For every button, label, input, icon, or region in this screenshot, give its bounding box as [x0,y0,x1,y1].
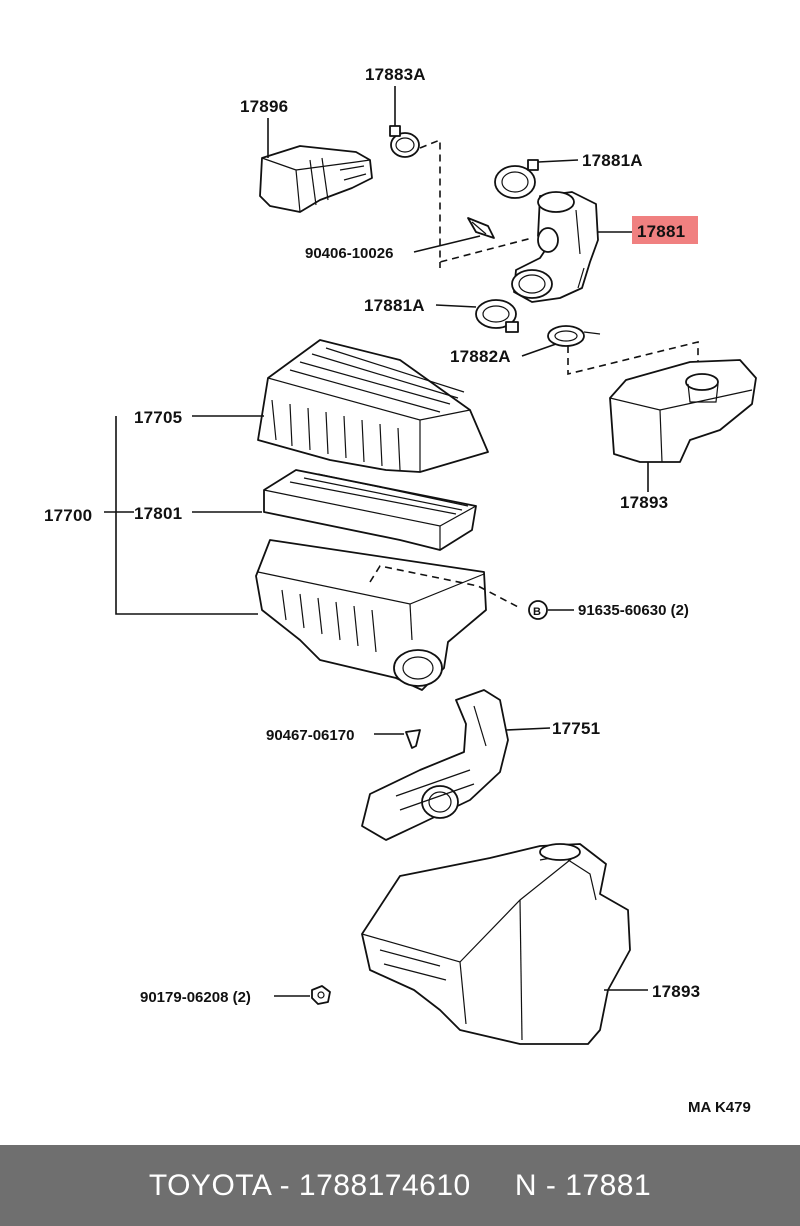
label-17881A-left: 17881A [364,296,425,315]
label-17893-bottom: 17893 [652,982,700,1001]
air-flow-meter-part [259,145,373,213]
label-17751: 17751 [552,719,600,738]
label-17801: 17801 [134,504,182,523]
nut-90179-06208-icon [311,985,331,1005]
label-17881A-top: 17881A [582,151,643,170]
label-90179-06208: 90179-06208 (2) [140,989,251,1006]
clip-91635-60630-icon: B [528,600,548,620]
resonator-17893-top [609,359,757,463]
label-17705: 17705 [134,408,182,427]
resonator-17893-bottom [361,843,631,1045]
label-17700: 17700 [44,506,92,525]
leader-90406 [413,235,481,253]
air-cleaner-cap-17705 [257,339,489,473]
dashed-link-17882A [567,340,699,376]
hose-clamp-17881A-left [475,299,519,333]
highlight-17881 [632,216,698,244]
leader-17881A-top [537,159,579,163]
air-cleaner-case [255,539,487,691]
label-17882A: 17882A [450,347,511,366]
hose-clamp-17881A-top [494,159,539,199]
air-filter-element-17801 [263,469,477,551]
leader-17882A [521,343,557,357]
diagram-code: MA K479 [688,1099,751,1116]
bolt-90406-10026 [467,217,495,239]
label-17881: 17881 [637,222,685,241]
label-91635-60630: 91635-60630 (2) [578,602,689,619]
hose-clamp-17882A [547,325,601,347]
label-17893-top: 17893 [620,493,668,512]
inlet-duct-17751 [361,689,509,841]
parts-diagram: 17896 17883A 17881A 17881 90406-10026 17… [44,65,757,1116]
footer-part-info: TOYOTA - 1788174610 N - 17881 [148,1168,652,1202]
leader-17751 [505,727,551,731]
footer-bar: TOYOTA - 1788174610 N - 17881 [0,1145,800,1226]
hose-clamp-17883A [389,125,420,158]
leader-17881A-left [435,304,477,308]
dashed-link-17883A [419,138,533,264]
label-90467-06170: 90467-06170 [266,727,354,744]
svg-text:B: B [533,606,541,618]
clip-90467-06170-icon [405,729,421,749]
label-17883A: 17883A [365,65,426,84]
intake-hose-17881 [511,191,599,303]
assembly-bracket-17700 [115,416,258,615]
label-17896: 17896 [240,97,288,116]
label-90406-10026: 90406-10026 [305,245,393,262]
